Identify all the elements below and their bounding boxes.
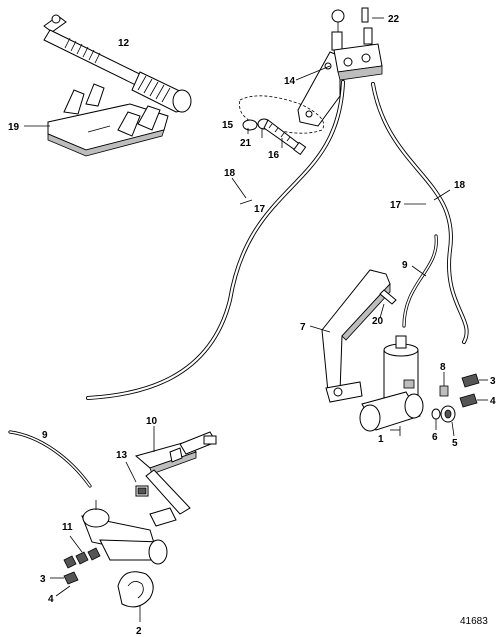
- callout-17-left: 17: [254, 204, 266, 215]
- part-14-valve-bracket: [295, 7, 384, 127]
- part-10-lever-assembly: [134, 426, 217, 515]
- part-9-tube-right: [402, 234, 438, 328]
- callout-8: 8: [440, 362, 446, 373]
- callout-4-left: 4: [48, 594, 54, 605]
- callout-12: 12: [118, 38, 130, 49]
- part-2-valve-body: [81, 500, 177, 622]
- callout-15: 15: [222, 120, 234, 131]
- callout-21: 21: [240, 138, 252, 149]
- grip-ribs: [64, 37, 101, 64]
- part-13-nut: [125, 461, 149, 497]
- parts-8-6-5-fittings: [431, 372, 456, 437]
- callout-18-left: 18: [224, 168, 236, 179]
- parts-15-21-16-hardware: [239, 95, 325, 156]
- callout-18-right: 18: [454, 180, 466, 191]
- callout-19: 19: [8, 122, 20, 133]
- callout-3-right: 3: [490, 376, 496, 387]
- parts-17-18-hoses: [86, 80, 469, 400]
- callout-3-left: 3: [40, 574, 46, 585]
- callout-20: 20: [372, 316, 384, 327]
- callout-22: 22: [388, 14, 400, 25]
- part-19-bracket: [24, 83, 169, 157]
- callout-1: 1: [378, 434, 384, 445]
- callout-10: 10: [146, 416, 158, 427]
- callout-labels: 12 19 22 14 15 21 16 18 17 18 17 9 20 7 …: [8, 14, 496, 637]
- parts-11-3-4-fittings-left: [50, 535, 101, 597]
- callout-9-left: 9: [42, 430, 48, 441]
- callout-14: 14: [284, 76, 296, 87]
- callout-11: 11: [62, 522, 73, 533]
- part-12-handle-tool: [43, 14, 192, 113]
- callout-17-right: 17: [390, 200, 402, 211]
- callout-4-right: 4: [490, 396, 496, 407]
- callout-6: 6: [432, 432, 438, 443]
- figure-number: 41683: [460, 616, 488, 627]
- part-9-tube-left: [8, 430, 92, 488]
- callout-7: 7: [300, 322, 306, 333]
- callout-13: 13: [116, 450, 128, 461]
- part-7-arm-bracket: [309, 269, 397, 403]
- callout-16: 16: [268, 150, 280, 161]
- callout-5: 5: [452, 438, 458, 449]
- callout-9-right: 9: [402, 260, 408, 271]
- callout-2: 2: [136, 626, 142, 637]
- parts-3-4-fittings-right: [459, 373, 488, 408]
- part-1-valve-body: [359, 335, 424, 436]
